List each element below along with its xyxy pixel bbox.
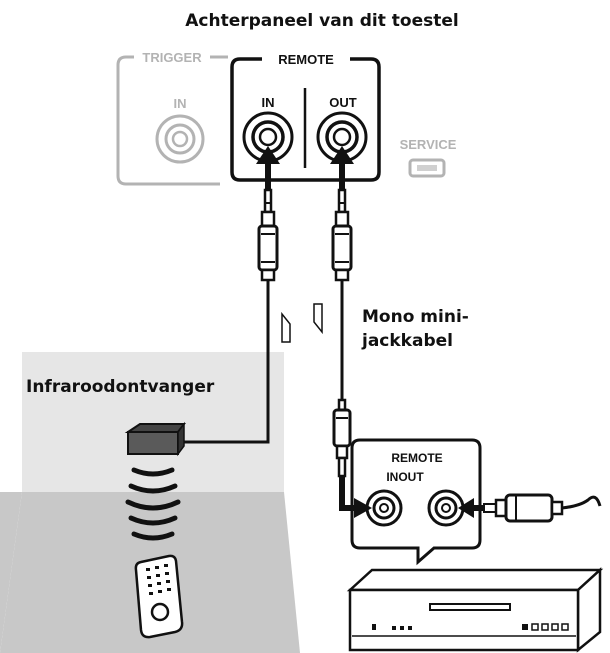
ir-signal-waves bbox=[125, 467, 181, 541]
receiver-zone bbox=[22, 352, 284, 492]
device-in-jack bbox=[365, 489, 403, 527]
cable-label-line1: Mono mini- bbox=[362, 307, 469, 327]
remote-in-label: IN bbox=[262, 95, 275, 110]
trigger-panel: TRIGGER IN bbox=[116, 50, 228, 186]
ir-receiver bbox=[124, 421, 186, 457]
device-inout-label: INOUT bbox=[386, 470, 424, 484]
device-out-jack bbox=[427, 489, 465, 527]
diagram-title: Achterpaneel van dit toestel bbox=[185, 11, 458, 31]
arrow-into-device-out bbox=[458, 498, 474, 518]
device-in-plug bbox=[332, 398, 372, 518]
device-out-plug bbox=[458, 493, 602, 523]
remote-panel: REMOTE IN OUT bbox=[230, 52, 381, 182]
trigger-in-label: IN bbox=[174, 96, 187, 111]
cable-label-line2: jackkabel bbox=[361, 331, 453, 351]
receiver-label: Infraroodontvanger bbox=[26, 377, 215, 397]
remote-label: REMOTE bbox=[278, 52, 334, 67]
arrow-into-device-in bbox=[354, 498, 372, 518]
out-cable-tail bbox=[561, 495, 602, 510]
panel-arrows bbox=[256, 146, 354, 190]
service-label: SERVICE bbox=[400, 137, 457, 152]
arrow-up-out bbox=[330, 146, 354, 164]
trigger-jack bbox=[155, 114, 205, 164]
arrow-up-in bbox=[256, 146, 280, 164]
left-jack-plug bbox=[257, 188, 279, 282]
right-jack-plug bbox=[331, 188, 353, 282]
remote-control-icon bbox=[134, 554, 184, 639]
signal-down-indicator bbox=[313, 303, 323, 335]
audio-device-icon bbox=[346, 567, 604, 653]
receiver-cable bbox=[184, 280, 270, 444]
service-port: SERVICE bbox=[400, 137, 457, 178]
trigger-label: TRIGGER bbox=[142, 50, 202, 65]
remote-out-label: OUT bbox=[329, 95, 357, 110]
signal-up-indicator bbox=[281, 311, 291, 343]
device-callout: REMOTE INOUT bbox=[350, 438, 482, 566]
device-remote-label: REMOTE bbox=[391, 451, 442, 465]
